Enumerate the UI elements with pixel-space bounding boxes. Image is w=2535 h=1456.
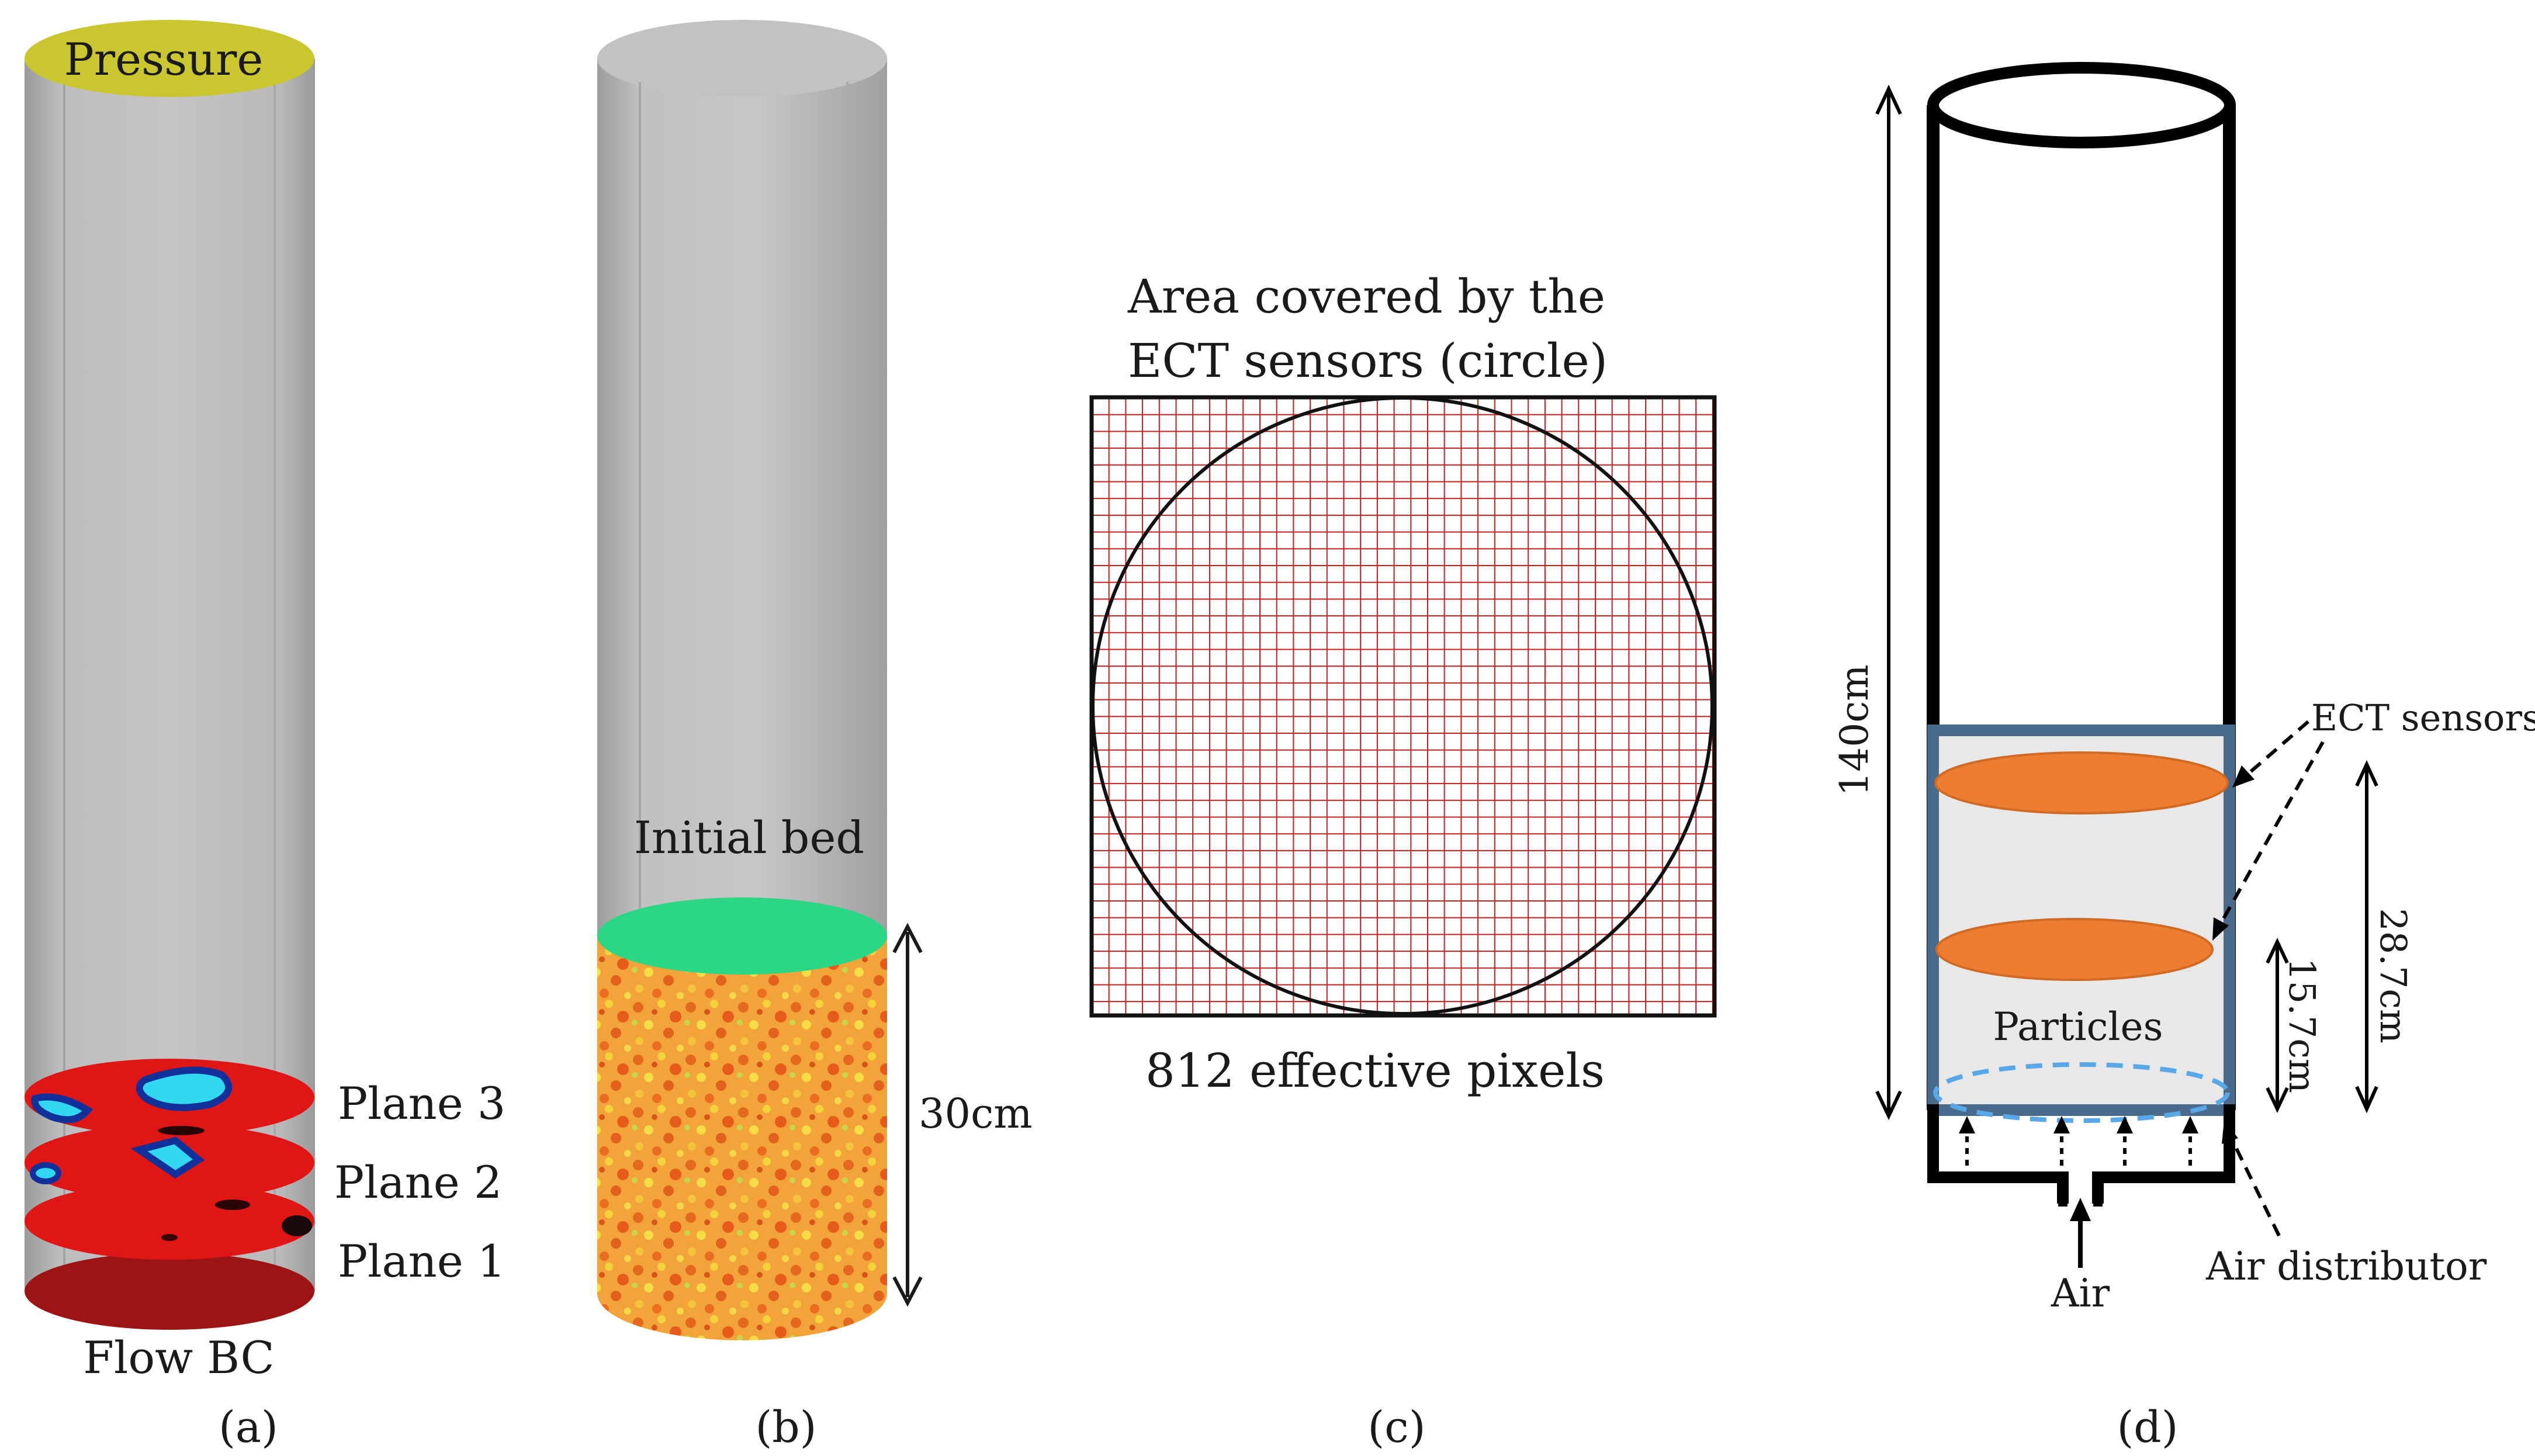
caption-a: (a) (219, 1402, 278, 1452)
air-inlet-arrowhead (2070, 1198, 2091, 1221)
pressure-label: Pressure (64, 33, 264, 85)
panel-c: Area covered by the ECT sensors (circle)… (1089, 269, 1717, 1452)
panel-a: Pressure Plane 3 Plane 2 Plane 1 Flow BC… (25, 20, 505, 1452)
air-flow-arrows (1965, 1128, 2192, 1177)
sensor-zone-label: 28.7cm (2372, 908, 2415, 1044)
plane-2-blob (30, 1162, 61, 1184)
sensor-spacing-label: 15.7cm (2281, 958, 2323, 1093)
plane-1-label: Plane 1 (338, 1235, 505, 1287)
ect-sensors-label: ECT sensors (2311, 696, 2535, 739)
panel-d: Particles Air 140cm ECT sensors (1832, 62, 2535, 1452)
air-flow-arrowheads (1959, 1116, 2198, 1133)
panel-b: Initial bed 30cm (b) (597, 20, 1033, 1452)
caption-c: (c) (1367, 1402, 1425, 1452)
effective-pixels-label: 812 effective pixels (1145, 1044, 1605, 1098)
plane-2-label: Plane 2 (334, 1156, 502, 1208)
flow-bc-label: Flow BC (83, 1332, 274, 1384)
plenum-outline (1927, 1104, 2235, 1204)
sensor-zone-arrowhead-down (2355, 1086, 2378, 1114)
caption-b: (b) (755, 1402, 816, 1452)
bed-height-label: 30cm (919, 1090, 1033, 1138)
column-b-top (597, 20, 887, 97)
plane-1-blob (282, 1215, 312, 1236)
flow-bc-inlet (25, 1253, 314, 1330)
ect-sensors-leader-upper (2240, 720, 2309, 782)
ect-sensor-lower (1935, 918, 2214, 981)
air-distributor-label: Air distributor (2205, 1244, 2487, 1289)
plane-3-label: Plane 3 (338, 1077, 505, 1129)
air-inlet-nozzle-left (2058, 1177, 2068, 1207)
air-distributor-plate (1933, 1062, 2230, 1123)
air-inlet-nozzle-right (2093, 1177, 2103, 1207)
initial-bed-bottom (597, 1247, 887, 1340)
column-d-top-opening (1927, 62, 2236, 148)
air-distributor-leader-head (2222, 1121, 2238, 1144)
ect-sensors-leader-lower-head (2212, 917, 2229, 941)
sensor-coverage-circle (1091, 396, 1714, 1015)
ect-area-title-line2: ECT sensors (circle) (1128, 334, 1608, 388)
plane-2-blob (130, 1136, 205, 1179)
pressure-outlet-top (25, 20, 314, 97)
air-label: Air (2051, 1271, 2110, 1316)
ect-area-title-line1: Area covered by the (1127, 269, 1605, 324)
plane-2-blob (215, 1200, 250, 1210)
column-b-body (597, 58, 887, 935)
plane-3-blob (31, 1093, 93, 1124)
total-height-label: 140cm (1832, 664, 1877, 796)
initial-bed-body (597, 936, 887, 1294)
ect-sensors-leader-lower (2216, 741, 2325, 930)
bed-height-arrowhead-down (892, 1276, 923, 1307)
ect-sensors-leader-upper-head (2232, 765, 2255, 788)
air-distributor-leader (2226, 1129, 2281, 1237)
caption-d: (d) (2117, 1402, 2178, 1452)
particles-label: Particles (1993, 1004, 2163, 1049)
plane-3-blob (158, 1126, 205, 1135)
plane-3-blob (136, 1066, 233, 1111)
sensor-spacing-arrowhead-up (2266, 937, 2289, 964)
sensor-spacing-arrowhead-down (2266, 1087, 2289, 1114)
total-height-arrowhead-up (1875, 84, 1902, 115)
plane-1-blob (161, 1234, 178, 1241)
initial-bed-top (597, 897, 887, 975)
ect-sensor-upper (1934, 751, 2229, 814)
bed-height-arrowhead-up (892, 923, 923, 954)
pixel-grid (1092, 397, 1715, 1015)
total-height-arrowhead-down (1875, 1090, 1902, 1120)
sensor-zone-arrowhead-up (2355, 760, 2378, 787)
initial-bed-label: Initial bed (634, 812, 864, 864)
sensor-zone-frame (1927, 724, 2235, 1116)
